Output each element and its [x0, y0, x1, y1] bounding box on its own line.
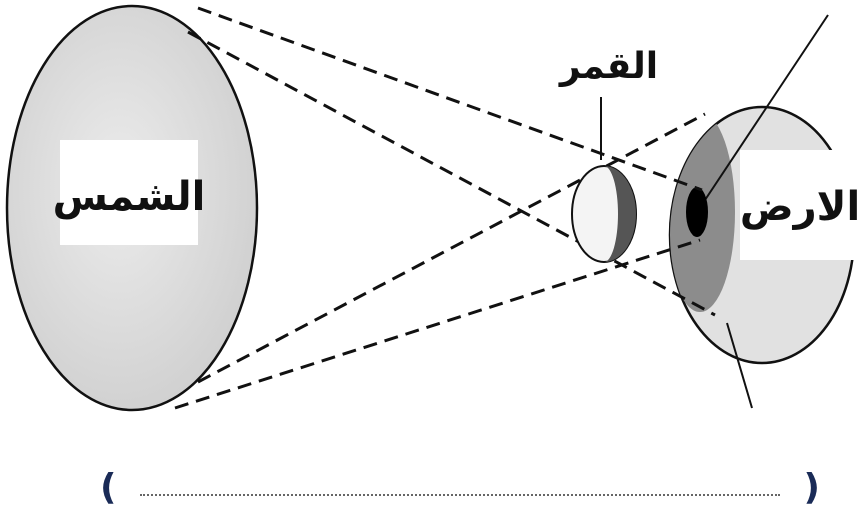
answer-blank[interactable]: ( )	[100, 468, 820, 508]
moon-label: القمر	[558, 46, 658, 87]
open-parenthesis: (	[100, 468, 116, 508]
inner-ray-bottom	[198, 114, 705, 382]
outer-ray-top	[198, 8, 702, 190]
umbra-spot	[686, 187, 708, 237]
sun-label: الشمس	[53, 174, 206, 220]
eclipse-figure: الشمس الارض القمر	[0, 0, 860, 460]
close-parenthesis: )	[804, 468, 820, 508]
dotted-answer-line[interactable]	[140, 494, 780, 496]
earth-label: الارض	[740, 184, 860, 230]
